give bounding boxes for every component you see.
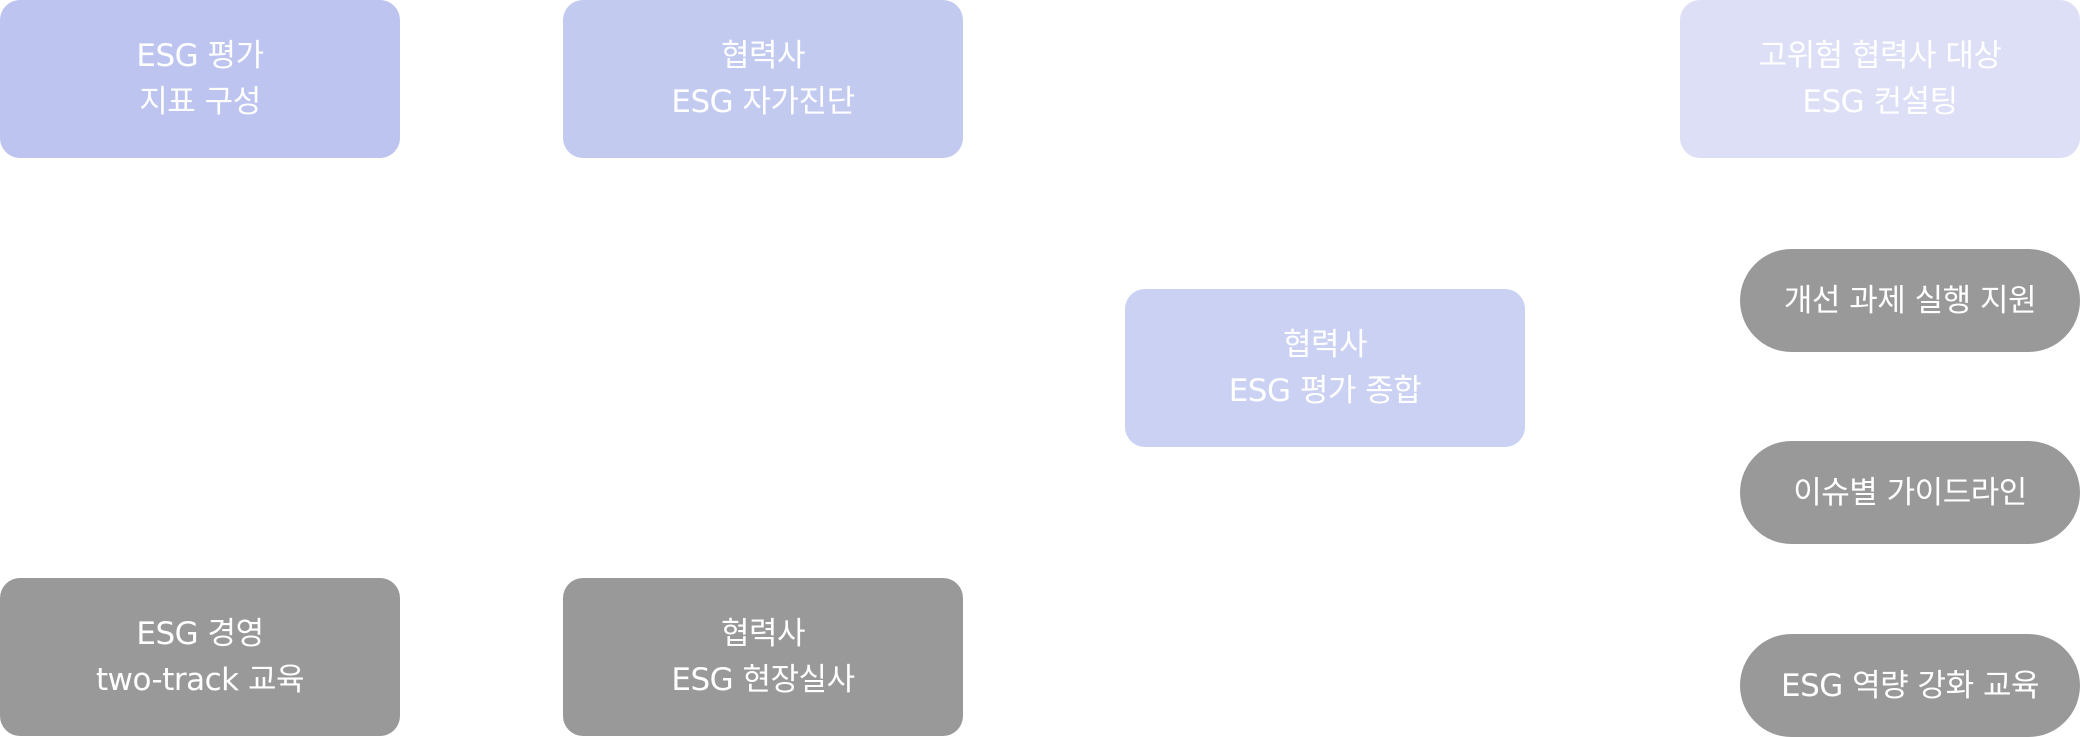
node-label-line-2: ESG 자가진단 [671, 84, 855, 120]
node-supplier-self-diagnosis: 협력사 ESG 자가진단 [563, 0, 963, 158]
node-supplier-evaluation-summary: 협력사 ESG 평가 종합 [1125, 289, 1525, 447]
node-label-line-2: ESG 평가 종합 [1228, 373, 1422, 409]
node-label-line-1: 고위험 협력사 대상 [1758, 38, 2002, 74]
node-label-line-2: 지표 구성 [139, 84, 261, 120]
node-label-line-2: ESG 컨설팅 [1802, 84, 1958, 120]
support-pill-improvement-execution: 개선 과제 실행 지원 [1740, 249, 2080, 352]
node-label-line-1: 협력사 [720, 38, 806, 74]
node-label-line-1: ESG 평가 [136, 38, 264, 74]
support-pill-label: ESG 역량 강화 교육 [1781, 667, 2039, 704]
node-label-line-1: 협력사 [720, 616, 806, 652]
node-label-line-2: two-track 교육 [95, 662, 305, 698]
support-pill-label: 이슈별 가이드라인 [1793, 474, 2027, 511]
node-label-line-2: ESG 현장실사 [671, 662, 855, 698]
support-pill-capacity-training: ESG 역량 강화 교육 [1740, 634, 2080, 737]
node-label-line-1: 협력사 [1282, 327, 1368, 363]
support-pill-issue-guidelines: 이슈별 가이드라인 [1740, 441, 2080, 544]
node-two-track-education: ESG 경영 two-track 교육 [0, 578, 400, 736]
support-pill-label: 개선 과제 실행 지원 [1783, 282, 2037, 319]
node-supplier-site-audit: 협력사 ESG 현장실사 [563, 578, 963, 736]
node-high-risk-consulting: 고위험 협력사 대상 ESG 컨설팅 [1680, 0, 2080, 158]
node-label-line-1: ESG 경영 [136, 616, 264, 652]
node-esg-indicator-setup: ESG 평가 지표 구성 [0, 0, 400, 158]
